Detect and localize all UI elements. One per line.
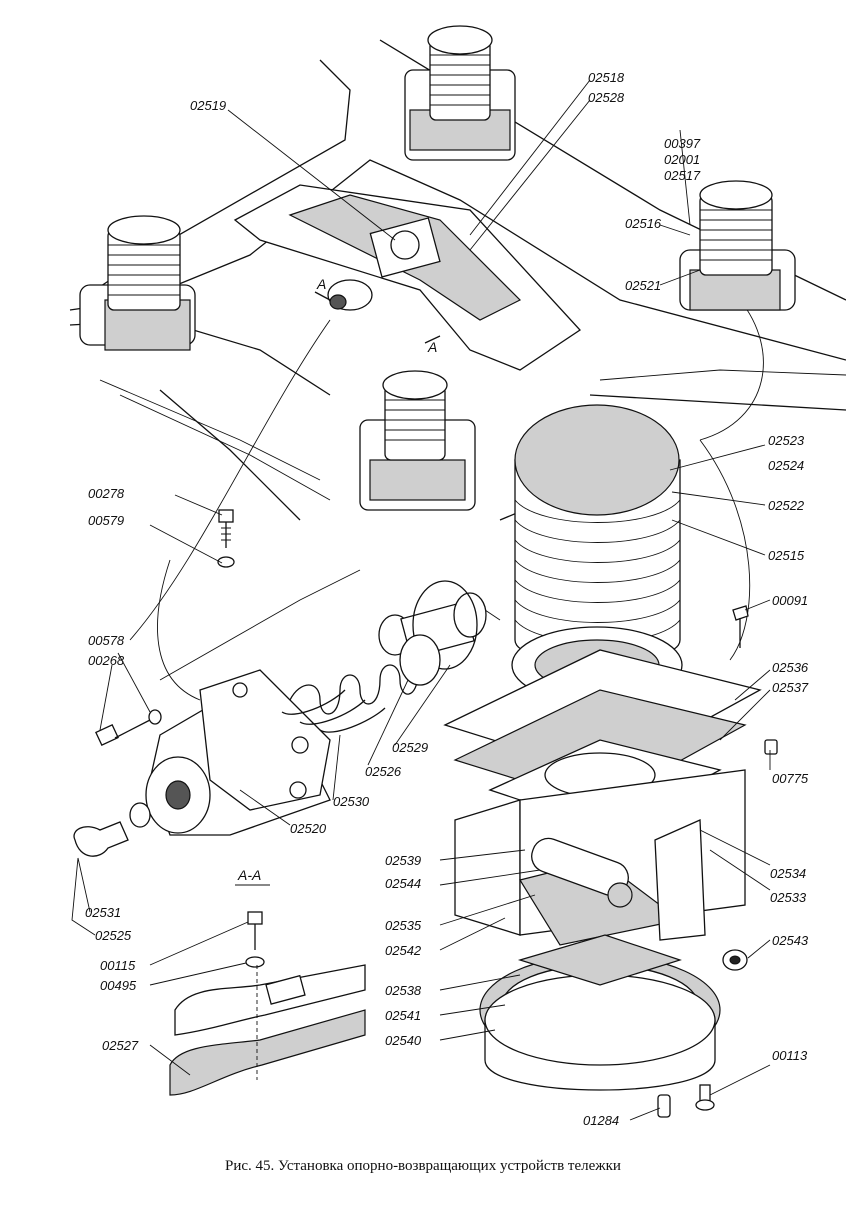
- part-label: 02528: [588, 90, 625, 105]
- part-label: 02517: [664, 168, 701, 183]
- part-label: 02530: [333, 794, 370, 809]
- part-label: 02520: [290, 821, 327, 836]
- bolt-00091: [732, 605, 749, 648]
- part-label: 00091: [772, 593, 808, 608]
- part-label: 02538: [385, 983, 422, 998]
- part-label: 02527: [102, 1038, 139, 1053]
- part-label: 02521: [625, 278, 661, 293]
- part-label: 00397: [664, 136, 701, 151]
- part-label: 02542: [385, 943, 422, 958]
- figure-caption: Рис. 45. Установка опорно-возвращающих у…: [225, 1158, 621, 1174]
- part-label: 02516: [625, 216, 662, 231]
- part-label: 02540: [385, 1033, 422, 1048]
- part-label: 02531: [85, 905, 121, 920]
- part-label: 02519: [190, 98, 226, 113]
- section-aa-detail: [169, 911, 366, 1096]
- section-aa-title: А-А: [237, 867, 261, 883]
- part-label: 01284: [583, 1113, 619, 1128]
- part-label: 02526: [365, 764, 402, 779]
- section-mark-a1: А: [316, 276, 326, 292]
- part-label: 02544: [385, 876, 421, 891]
- support-roller-front: [359, 370, 476, 511]
- part-label: 02518: [588, 70, 625, 85]
- part-label: 02533: [770, 890, 807, 905]
- part-label: 02534: [770, 866, 806, 881]
- part-label: 02523: [768, 433, 805, 448]
- nut-02543: [722, 949, 748, 971]
- support-roller-right: [679, 180, 796, 311]
- part-labels: 02519 02518 02528 00397 02001 02517 0251…: [85, 70, 809, 1128]
- section-mark-a2: А: [427, 339, 437, 355]
- bolt-00278: [217, 509, 235, 568]
- part-label: 00278: [88, 486, 125, 501]
- part-label: 00578: [88, 633, 125, 648]
- part-label: 00775: [772, 771, 809, 786]
- plug-00775: [764, 739, 778, 755]
- part-label: 02543: [772, 933, 809, 948]
- support-roller-left: [79, 215, 196, 351]
- part-label: 02001: [664, 152, 700, 167]
- part-label: 00579: [88, 513, 124, 528]
- part-label: 02529: [392, 740, 428, 755]
- lever-bracket: [233, 184, 581, 371]
- stop-cylinder: [73, 580, 487, 857]
- base-ring: [479, 934, 721, 1118]
- part-label: 02539: [385, 853, 421, 868]
- part-label: 00268: [88, 653, 125, 668]
- support-roller-top: [404, 25, 516, 161]
- part-label: 00115: [100, 958, 136, 973]
- leader-lines: [71, 79, 771, 1121]
- part-label: 00495: [100, 978, 137, 993]
- part-label: 02524: [768, 458, 804, 473]
- part-label: 02536: [772, 660, 809, 675]
- part-label: 02515: [768, 548, 805, 563]
- part-label: 02541: [385, 1008, 421, 1023]
- part-label: 02537: [772, 680, 809, 695]
- section-marks: А А А-А: [235, 276, 441, 886]
- part-label: 02535: [385, 918, 422, 933]
- part-label: 00113: [772, 1048, 808, 1063]
- housing-assembly: [443, 649, 762, 946]
- part-label: 02522: [768, 498, 805, 513]
- part-label: 02525: [95, 928, 132, 943]
